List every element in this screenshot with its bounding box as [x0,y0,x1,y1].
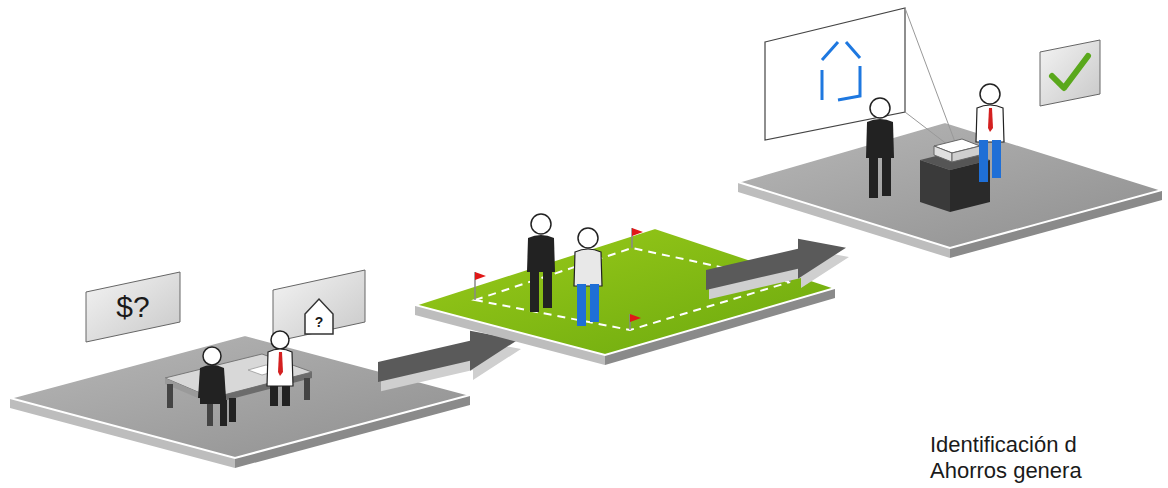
sign-panel [273,270,365,342]
house-icon [305,299,333,334]
sign-panel: $? [92,284,174,330]
sign-panel [86,272,180,342]
caption-text: Ahorros genera [930,458,1082,483]
person [527,214,555,312]
caption-text: Identificación d [930,432,1077,457]
check-panel [1040,40,1100,106]
person [866,98,894,198]
flow-arrow [706,227,849,310]
projector-stand [920,139,990,212]
platform [415,228,835,365]
house-icon: ? [306,312,332,332]
platform [10,335,470,468]
projection-screen [765,8,955,145]
person [574,228,602,326]
sign-text: ? [315,315,324,329]
person [267,331,293,406]
platform [738,122,1162,258]
person [976,84,1004,182]
sign-text: $? [116,292,149,322]
person [198,347,236,426]
